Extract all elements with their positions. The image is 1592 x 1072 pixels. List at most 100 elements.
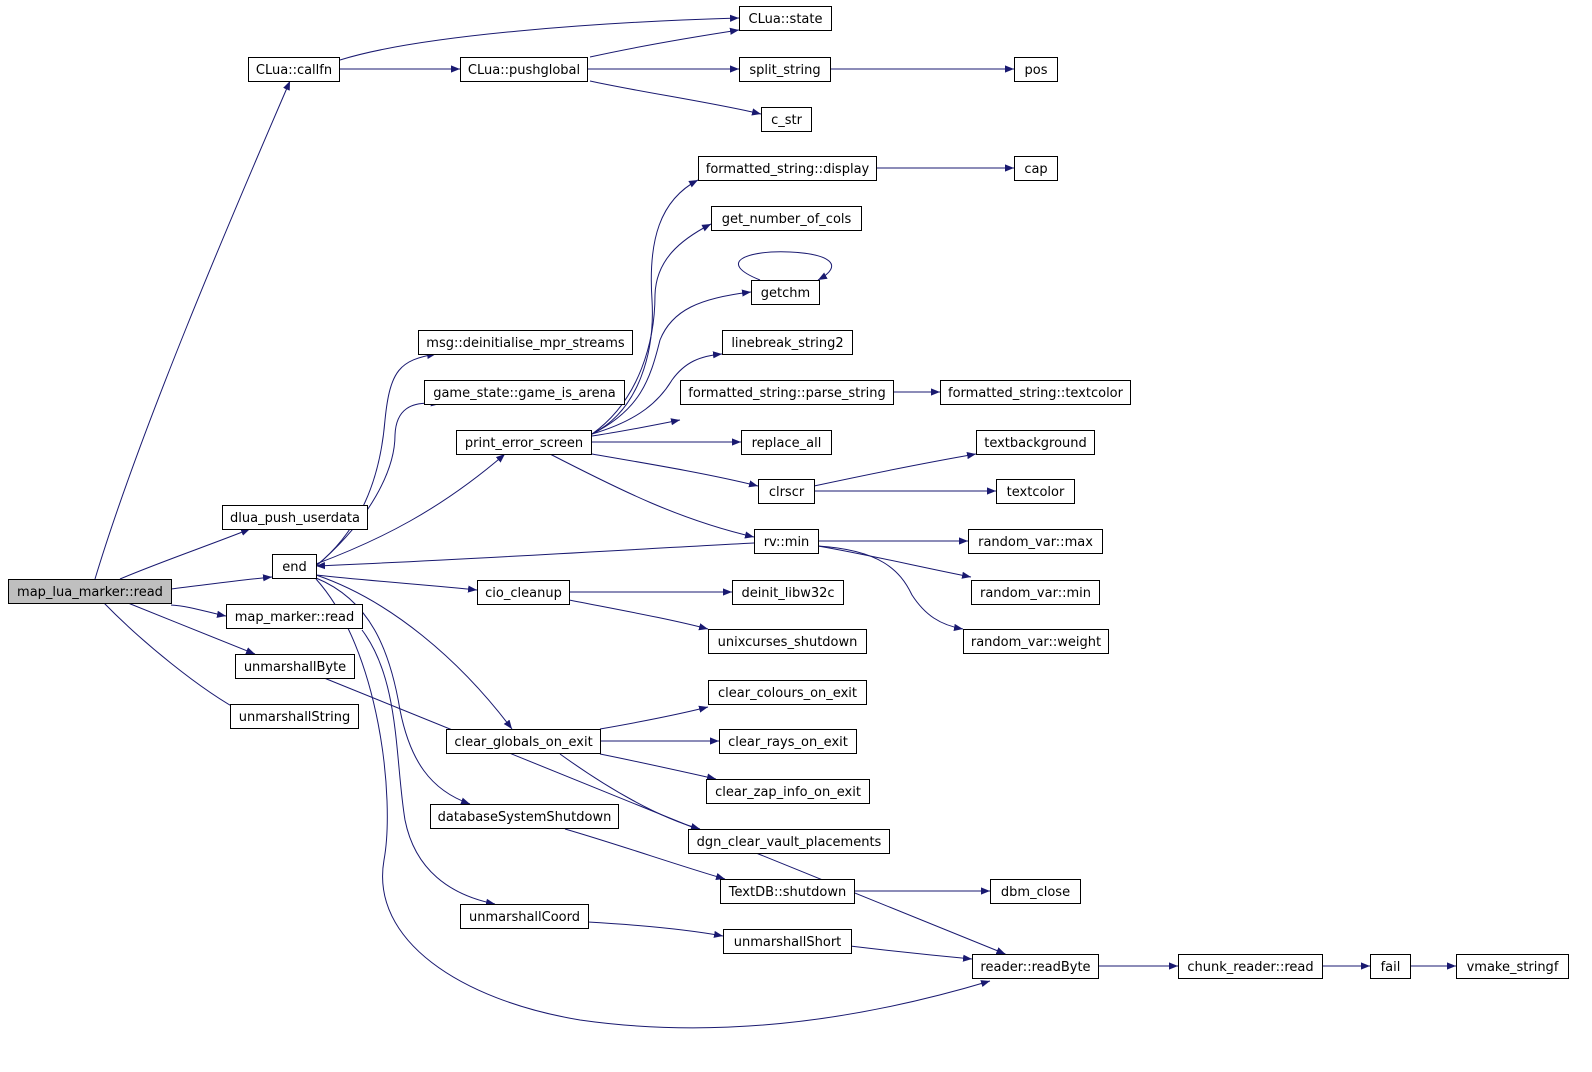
node-clua_callfn[interactable]: CLua::callfn	[248, 57, 340, 82]
node-label-unmarshallstring: unmarshallString	[239, 710, 350, 725]
node-box-map_lua_marker_read	[8, 579, 172, 604]
node-rv_min[interactable]: rv::min	[754, 529, 819, 554]
node-box-dlua_push_userdata	[222, 505, 368, 530]
edge-map_lua_marker_read-to-map_marker_read	[170, 604, 227, 618]
edge-print_error_screen-to-fs_display	[591, 179, 699, 435]
node-box-split_string	[739, 57, 831, 82]
node-box-database_shutdown	[430, 804, 619, 829]
node-box-msg_deinit	[418, 330, 633, 355]
node-label-textdb_shutdown: TextDB::shutdown	[728, 885, 846, 900]
node-label-game_is_arena: game_state::game_is_arena	[433, 386, 616, 401]
node-print_error_screen[interactable]: print_error_screen	[456, 430, 592, 455]
node-clear_globals_on_exit[interactable]: clear_globals_on_exit	[446, 729, 601, 754]
edge-map_lua_marker_read-to-unmarshallbyte	[127, 602, 256, 655]
node-map_marker_read[interactable]: map_marker::read	[226, 604, 363, 629]
node-label-textcolor: textcolor	[1007, 485, 1065, 500]
node-reader_readbyte[interactable]: reader::readByte	[972, 954, 1099, 979]
node-dlua_push_userdata[interactable]: dlua_push_userdata	[222, 505, 368, 530]
node-dbm_close[interactable]: dbm_close	[990, 879, 1081, 904]
node-chunk_reader_read[interactable]: chunk_reader::read	[1178, 954, 1323, 979]
node-label-print_error_screen: print_error_screen	[465, 436, 583, 451]
node-replace_all[interactable]: replace_all	[741, 430, 832, 455]
node-unmarshallcoord[interactable]: unmarshallCoord	[460, 904, 589, 929]
edge-clear_globals_on_exit-to-clear_colours_on_exit	[599, 705, 709, 730]
node-clear_rays_on_exit[interactable]: clear_rays_on_exit	[719, 729, 857, 754]
node-box-clua_pushglobal	[460, 57, 588, 82]
node-box-random_var_weight	[963, 629, 1109, 654]
node-dgn_clear_vault_placements[interactable]: dgn_clear_vault_placements	[688, 829, 890, 854]
node-unmarshallbyte[interactable]: unmarshallByte	[235, 654, 355, 679]
edge-print_error_screen-to-getchm	[591, 289, 752, 435]
edge-map_lua_marker_read-to-end	[170, 574, 273, 590]
node-box-cio_cleanup	[477, 580, 570, 605]
node-label-fail: fail	[1381, 960, 1401, 975]
node-linebreak_string2[interactable]: linebreak_string2	[722, 330, 853, 355]
node-label-clear_rays_on_exit: clear_rays_on_exit	[728, 735, 848, 750]
edge-clua_pushglobal-to-clua_state	[589, 27, 740, 58]
edge-rv_min-to-random_var_min	[817, 545, 972, 579]
node-deinit_libw32c[interactable]: deinit_libw32c	[732, 580, 844, 605]
node-fail[interactable]: fail	[1370, 954, 1411, 979]
node-end[interactable]: end	[272, 554, 317, 579]
node-game_is_arena[interactable]: game_state::game_is_arena	[424, 380, 625, 405]
node-box-textdb_shutdown	[720, 879, 855, 904]
node-clrscr[interactable]: clrscr	[758, 479, 815, 504]
node-fs_textcolor[interactable]: formatted_string::textcolor	[940, 380, 1131, 405]
node-clua_pushglobal[interactable]: CLua::pushglobal	[460, 57, 588, 82]
node-box-c_str	[761, 107, 812, 132]
node-box-unmarshallbyte	[235, 654, 355, 679]
node-database_shutdown[interactable]: databaseSystemShutdown	[430, 804, 619, 829]
node-random_var_weight[interactable]: random_var::weight	[963, 629, 1109, 654]
node-label-msg_deinit: msg::deinitialise_mpr_streams	[426, 336, 625, 351]
edges-layer	[94, 14, 1456, 1029]
node-unmarshallshort[interactable]: unmarshallShort	[723, 929, 852, 954]
node-cap[interactable]: cap	[1014, 156, 1058, 181]
node-msg_deinit[interactable]: msg::deinitialise_mpr_streams	[418, 330, 633, 355]
edge-clua_callfn-to-clua_state	[339, 14, 740, 61]
node-label-deinit_libw32c: deinit_libw32c	[741, 586, 834, 601]
node-box-fs_parse_string	[680, 380, 894, 405]
node-box-rv_min	[754, 529, 819, 554]
node-random_var_min[interactable]: random_var::min	[971, 580, 1100, 605]
node-label-get_number_of_cols: get_number_of_cols	[722, 212, 852, 227]
node-map_lua_marker_read[interactable]: map_lua_marker::read	[8, 579, 172, 604]
node-textcolor[interactable]: textcolor	[996, 479, 1075, 504]
node-cio_cleanup[interactable]: cio_cleanup	[477, 580, 570, 605]
node-clear_zap_info_on_exit[interactable]: clear_zap_info_on_exit	[706, 779, 870, 804]
node-label-getchm: getchm	[761, 286, 810, 301]
edge-end-to-database_shutdown	[315, 577, 471, 805]
node-pos[interactable]: pos	[1014, 57, 1058, 82]
node-get_number_of_cols[interactable]: get_number_of_cols	[711, 206, 862, 231]
node-vmake_stringf[interactable]: vmake_stringf	[1456, 954, 1569, 979]
node-box-clua_callfn	[248, 57, 340, 82]
node-label-fs_parse_string: formatted_string::parse_string	[688, 386, 885, 401]
node-random_var_max[interactable]: random_var::max	[968, 529, 1103, 554]
node-label-unmarshallcoord: unmarshallCoord	[469, 910, 580, 925]
node-c_str[interactable]: c_str	[761, 107, 812, 132]
edge-map_lua_marker_read-to-unmarshallstring	[103, 602, 245, 714]
node-unmarshallstring[interactable]: unmarshallString	[230, 704, 359, 729]
node-split_string[interactable]: split_string	[739, 57, 831, 82]
edge-end-to-game_is_arena	[315, 399, 441, 567]
node-label-cio_cleanup: cio_cleanup	[485, 586, 562, 601]
node-box-clrscr	[758, 479, 815, 504]
node-label-pos: pos	[1025, 63, 1048, 78]
node-box-linebreak_string2	[722, 330, 853, 355]
node-textbackground[interactable]: textbackground	[976, 430, 1095, 455]
node-textdb_shutdown[interactable]: TextDB::shutdown	[720, 879, 855, 904]
node-box-replace_all	[741, 430, 832, 455]
node-box-chunk_reader_read	[1178, 954, 1323, 979]
node-clua_state[interactable]: CLua::state	[739, 6, 832, 31]
node-fs_display[interactable]: formatted_string::display	[698, 156, 877, 181]
node-label-fs_display: formatted_string::display	[706, 162, 870, 177]
edge-map_lua_marker_read-to-clua_callfn	[94, 80, 291, 580]
node-box-clua_state	[739, 6, 832, 31]
node-clear_colours_on_exit[interactable]: clear_colours_on_exit	[708, 680, 867, 705]
edge-print_error_screen-to-linebreak_string2	[591, 351, 723, 435]
node-box-dgn_clear_vault_placements	[688, 829, 890, 854]
node-label-dgn_clear_vault_placements: dgn_clear_vault_placements	[697, 835, 882, 850]
node-getchm[interactable]: getchm	[751, 280, 820, 305]
node-unixcurses_shutdown[interactable]: unixcurses_shutdown	[708, 629, 867, 654]
node-fs_parse_string[interactable]: formatted_string::parse_string	[680, 380, 894, 405]
node-box-textbackground	[976, 430, 1095, 455]
